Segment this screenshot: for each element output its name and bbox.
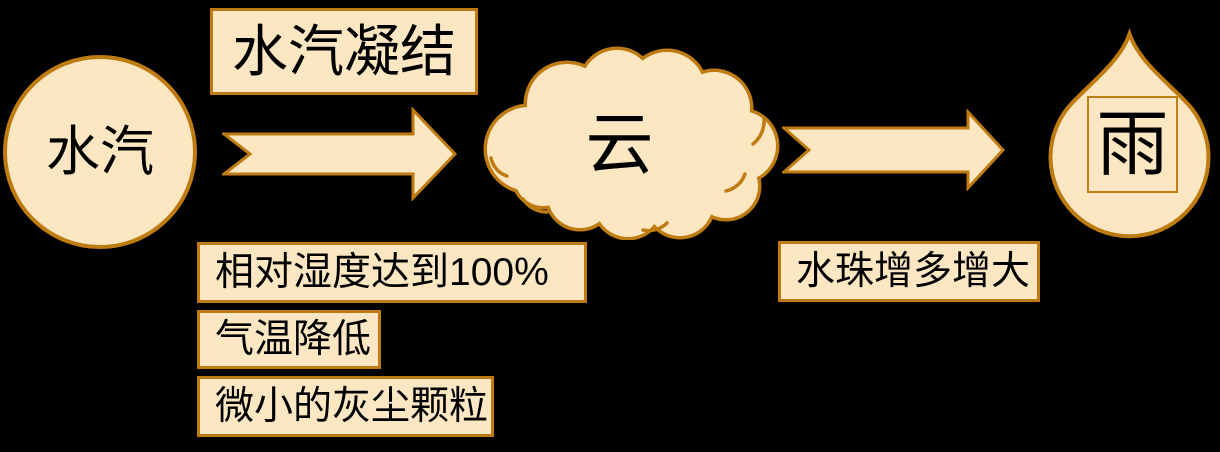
node-rain: 雨 (1042, 28, 1217, 247)
node-cloud: 云 (483, 46, 780, 240)
node-water-vapor-label: 水汽 (46, 122, 154, 182)
condition-box-dust: 微小的灰尘颗粒 (197, 376, 494, 437)
condition-dust-text: 微小的灰尘颗粒 (215, 385, 489, 428)
cloud-shape-icon (483, 46, 780, 240)
node-cloud-label: 云 (585, 107, 654, 183)
raindrop-shape-icon (1048, 28, 1211, 239)
label-droplet-growth: 水珠增多增大 (778, 241, 1040, 302)
condition-humidity-text: 相对湿度达到100% (215, 251, 549, 294)
condensation-process-text: 水汽凝结 (232, 19, 456, 83)
label-condensation-process: 水汽凝结 (210, 8, 478, 95)
cloud-inner-arcs (489, 116, 766, 233)
condition-temperature-text: 气温降低 (215, 318, 372, 361)
rain-label-frame: 雨 (1087, 96, 1178, 193)
droplet-growth-text: 水珠增多增大 (796, 250, 1031, 293)
node-water-vapor: 水汽 (3, 55, 197, 249)
node-rain-label: 雨 (1096, 104, 1169, 185)
condition-box-temperature: 气温降低 (197, 310, 381, 369)
arrow-cloud-to-rain-icon (782, 109, 1006, 191)
condition-box-humidity: 相对湿度达到100% (197, 242, 587, 303)
arrow-vapor-to-cloud-icon (222, 107, 458, 201)
